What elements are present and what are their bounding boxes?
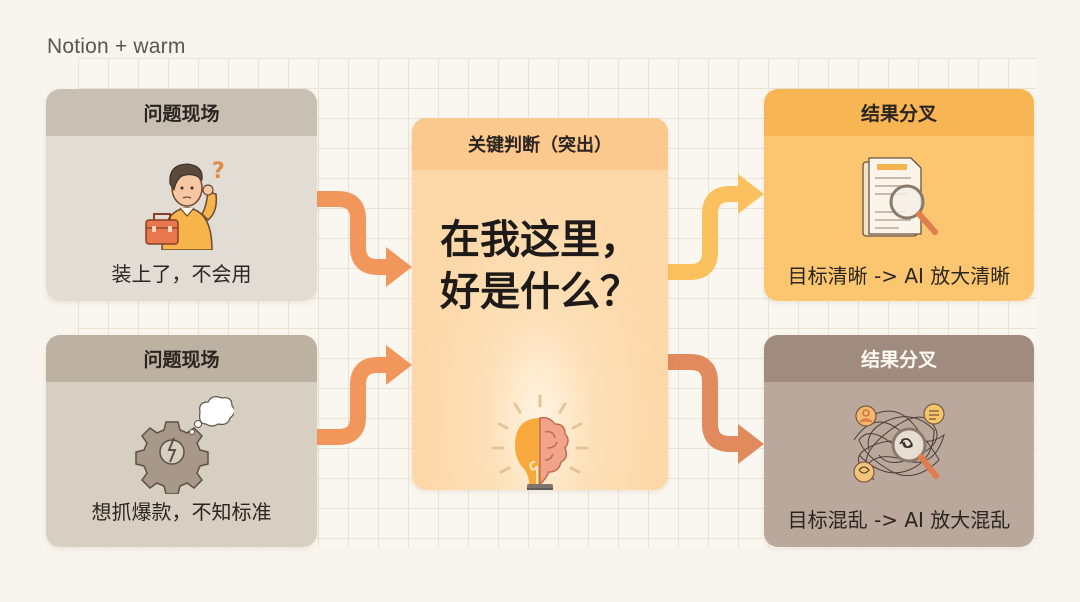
arrow-problem1-to-center-icon bbox=[316, 191, 412, 287]
problem-card-2: 问题现场 想抓爆款，不知标准 bbox=[46, 335, 317, 547]
problem-card-1: 问题现场 ? 装上了，不会用 bbox=[46, 89, 317, 301]
arrow-center-to-result1-icon bbox=[668, 174, 764, 280]
problem-card-2-title: 问题现场 bbox=[46, 335, 317, 382]
document-magnifier-icon bbox=[862, 157, 938, 237]
caption-label: Notion + warm bbox=[47, 35, 186, 58]
lightbulb-brain-icon bbox=[491, 394, 589, 490]
key-question-line-1: 在我这里， bbox=[440, 217, 640, 263]
problem-card-2-text: 想抓爆款，不知标准 bbox=[91, 500, 272, 524]
key-question: 在我这里， 好是什么？ bbox=[412, 214, 668, 318]
key-judgement-card: 关键判断（突出） 在我这里， 好是什么？ bbox=[412, 118, 668, 490]
key-question-line-2: 好是什么？ bbox=[440, 269, 640, 315]
result-card-clear: 结果分叉 目标清晰 -> AI 放大清晰 bbox=[764, 89, 1034, 301]
arrow-center-to-result2-icon bbox=[668, 354, 764, 464]
key-judgement-title: 关键判断（突出） bbox=[412, 118, 668, 170]
tangled-lines-magnifier-icon bbox=[853, 403, 945, 483]
problem-card-1-title: 问题现场 bbox=[46, 89, 317, 136]
arrow-problem2-to-center-icon bbox=[316, 345, 412, 445]
confused-person-with-toolbox-icon: ? bbox=[144, 159, 225, 250]
svg-text:?: ? bbox=[212, 159, 225, 184]
result-card-clear-title: 结果分叉 bbox=[764, 89, 1034, 136]
result-card-chaos: 结果分叉 目标混乱 -> AI 放大混乱 bbox=[764, 335, 1034, 547]
result-card-chaos-text: 目标混乱 -> AI 放大混乱 bbox=[787, 508, 1011, 532]
broken-gear-with-thought-bubble-icon bbox=[135, 396, 234, 494]
result-card-clear-text: 目标清晰 -> AI 放大清晰 bbox=[787, 264, 1011, 288]
result-card-chaos-title: 结果分叉 bbox=[764, 335, 1034, 382]
problem-card-1-text: 装上了，不会用 bbox=[111, 262, 252, 286]
